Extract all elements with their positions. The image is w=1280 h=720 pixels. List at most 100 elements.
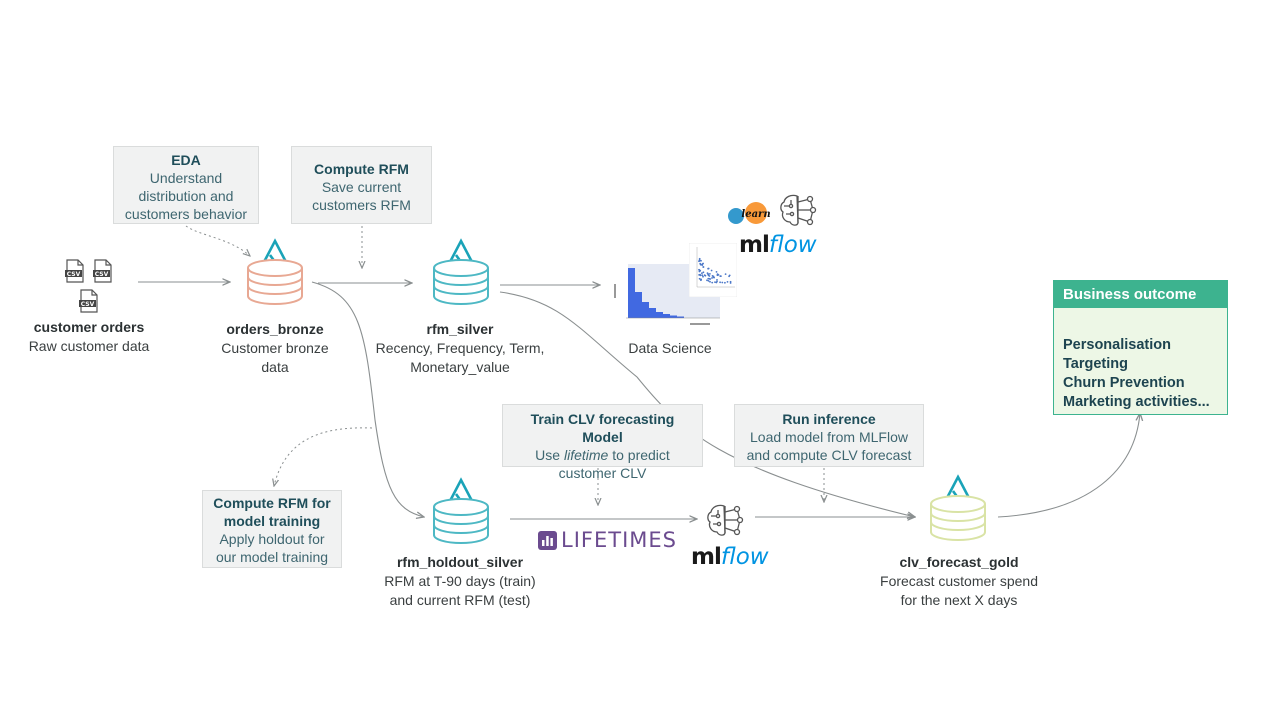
node-desc: Data Science	[628, 340, 712, 356]
delta-lake-icon	[261, 238, 289, 264]
scatter-point	[729, 280, 732, 283]
scatter-point	[719, 275, 722, 277]
clv-forecast-gold-database-icon	[930, 474, 986, 541]
scatter-point	[716, 279, 718, 281]
scatter-point	[716, 280, 718, 283]
orders-bronze-database-icon	[247, 238, 303, 305]
node-desc: data	[261, 359, 289, 375]
csv-file-icon: CSV	[79, 289, 98, 313]
scatter-point	[710, 269, 713, 272]
node-desc: Forecast customer spend	[880, 573, 1038, 589]
edge-silver-to-gold	[499, 291, 915, 517]
callout-compute-rfm-training-title: Compute RFM for	[213, 495, 331, 511]
svg-text:CSV: CSV	[95, 271, 109, 278]
scatter-point	[711, 281, 714, 284]
node-desc: Raw customer data	[28, 338, 150, 354]
node-desc: RFM at T-90 days (train)	[384, 573, 536, 589]
scatter-point	[698, 257, 701, 260]
scatter-point	[711, 277, 713, 279]
lifetimes-bar-icon	[538, 531, 557, 550]
scatter-point	[703, 274, 706, 277]
scatter-point	[706, 279, 708, 282]
node-data-science: Data Science	[600, 339, 740, 358]
scatter-point	[721, 281, 724, 284]
scatter-point	[698, 268, 700, 271]
node-name: customer orders	[33, 319, 145, 335]
edge-gold-to-outcome	[997, 413, 1140, 518]
callout-compute-rfm-line: Save current	[321, 179, 402, 195]
callout-eda-line: distribution and	[138, 188, 234, 204]
svg-text:learn: learn	[741, 209, 770, 220]
business-outcome-item: Personalisation	[1063, 337, 1171, 353]
callout-compute-rfm-training-title: model training	[223, 513, 321, 529]
scatter-point	[712, 275, 715, 278]
node-name: rfm_silver	[426, 321, 494, 337]
callout-compute-rfm-line: customers RFM	[312, 197, 411, 213]
business-outcome-list: Personalisation Targeting Churn Preventi…	[1054, 308, 1227, 412]
scatter-point	[708, 277, 711, 280]
scatter-point	[702, 262, 704, 265]
scatter-point	[728, 275, 730, 278]
callout-compute-rfm-training-line: our model training	[215, 549, 329, 565]
callout-eda-line: Understand	[149, 170, 223, 186]
callout-eda-title: EDA	[171, 152, 201, 168]
scatter-point	[707, 280, 710, 282]
callout-train-clv-line: Use lifetime to predict	[535, 447, 670, 463]
scatter-point	[719, 281, 721, 284]
node-customer-orders: customer orders Raw customer data	[20, 318, 158, 356]
svg-text:CSV: CSV	[67, 271, 81, 278]
scatter-point	[726, 281, 729, 283]
callout-compute-rfm-training-line: Apply holdout for	[219, 531, 325, 547]
scatter-point	[702, 266, 705, 268]
lifetimes-wordmark: LIFETIMES	[561, 528, 677, 552]
callout-run-inference: Run inference Load model from MLFlow and…	[734, 404, 924, 467]
scatter-point	[715, 271, 718, 273]
scatter-point	[724, 281, 726, 284]
brain-network-icon	[780, 194, 817, 226]
node-rfm-silver: rfm_silver Recency, Frequency, Term, Mon…	[365, 320, 555, 377]
delta-lake-icon	[447, 477, 475, 503]
scatter-point	[702, 275, 704, 278]
business-outcome-item: Targeting	[1063, 356, 1128, 372]
scatter-point	[700, 259, 702, 262]
callout-run-inference-title: Run inference	[782, 411, 876, 427]
scatter-point	[702, 271, 705, 274]
scatter-point	[698, 274, 700, 276]
delta-lake-icon	[944, 474, 972, 500]
edge-bronze-to-holdout	[311, 281, 424, 517]
node-desc: for the next X days	[900, 592, 1018, 608]
rfm-silver-database-icon	[433, 238, 489, 305]
scatter-point	[699, 262, 702, 265]
scatter-point	[701, 272, 703, 275]
business-outcome-header: Business outcome	[1054, 281, 1227, 308]
callout-run-inference-line: Load model from MLFlow	[750, 429, 908, 445]
business-outcome-item: Marketing activities...	[1063, 394, 1210, 410]
scatter-point	[708, 275, 711, 277]
node-orders-bronze: orders_bronze Customer bronze data	[205, 320, 345, 377]
mlflow-logo: mlflow	[739, 232, 817, 258]
node-rfm-holdout-silver: rfm_holdout_silver RFM at T-90 days (tra…	[368, 553, 552, 610]
scatter-point	[714, 281, 716, 283]
callout-run-inference-line: and compute CLV forecast	[746, 447, 912, 463]
dotted-eda-to-bronze	[185, 225, 250, 256]
node-name: clv_forecast_gold	[899, 554, 1019, 570]
node-name: rfm_holdout_silver	[396, 554, 524, 570]
callout-compute-rfm-title: Compute RFM	[314, 161, 409, 177]
scatter-point	[709, 280, 711, 283]
callout-compute-rfm-training: Compute RFM for model training Apply hol…	[202, 490, 342, 568]
brain-network-icon	[707, 504, 744, 536]
callout-train-clv-line: customer CLV	[558, 465, 647, 481]
scatter-point	[707, 267, 710, 270]
rfm-holdout-silver-database-icon	[433, 477, 489, 544]
scatter-point	[701, 264, 704, 266]
delta-lake-icon	[447, 238, 475, 264]
callout-train-clv: Train CLV forecasting Model Use lifetime…	[502, 404, 703, 481]
business-outcome-item: Churn Prevention	[1063, 375, 1185, 391]
business-outcome-panel: Business outcome Personalisation Targeti…	[1053, 280, 1228, 415]
scatter-point	[700, 279, 702, 282]
scatter-point	[724, 273, 727, 275]
sklearn-logo: learn	[728, 202, 771, 224]
scatter-point	[701, 274, 704, 277]
node-desc: and current RFM (test)	[389, 592, 531, 608]
